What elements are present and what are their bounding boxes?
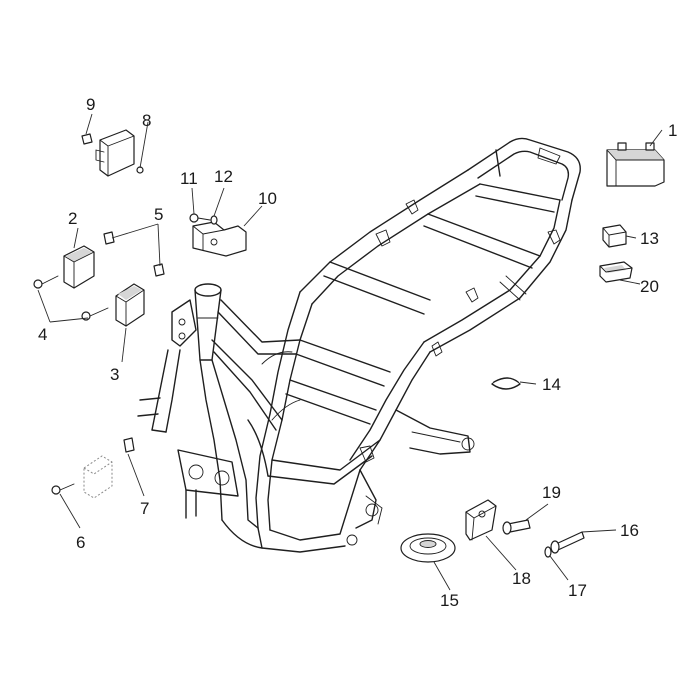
screw-11 [189,213,211,223]
bolt-19 [502,519,531,535]
holder-6 [83,455,113,499]
callout-1: 1 [668,121,677,140]
relay [602,224,627,248]
callout-17: 17 [568,581,587,600]
callout-10: 10 [258,189,277,208]
battery [606,142,665,187]
callout-labels: 1 2 3 4 5 6 7 8 9 10 11 12 13 14 15 16 1… [38,95,677,610]
horn-bracket [465,499,497,541]
clip-7 [123,437,135,453]
mounting-bracket [192,221,247,257]
callout-8: 8 [142,111,151,130]
relay-holder [599,261,633,283]
callout-6: 6 [76,533,85,552]
callout-9: 9 [86,95,95,114]
callout-19: 19 [542,483,561,502]
control-unit [95,129,135,177]
callout-18: 18 [512,569,531,588]
holder-2 [63,245,95,289]
callout-20: 20 [640,277,659,296]
screws-4 [33,275,109,321]
horn [400,533,456,563]
clip-9 [81,133,93,145]
clip-5a [103,231,115,245]
callout-7: 7 [140,499,149,518]
clamp-ring [491,377,521,390]
callout-15: 15 [440,591,459,610]
washer-12 [210,215,218,225]
callout-5: 5 [154,205,163,224]
washer-17 [544,546,552,558]
callout-13: 13 [640,229,659,248]
callout-14: 14 [542,375,561,394]
callout-4: 4 [38,325,47,344]
clip-5b [153,263,165,277]
bolt-16 [550,531,585,554]
callout-11: 11 [180,169,198,188]
leader-lines [37,113,663,591]
callout-16: 16 [620,521,639,540]
screw-6 [51,483,75,495]
scooter-frame [137,137,581,553]
callout-12: 12 [214,167,233,186]
holder-3 [115,283,145,327]
callout-2: 2 [68,209,77,228]
callout-3: 3 [110,365,119,384]
